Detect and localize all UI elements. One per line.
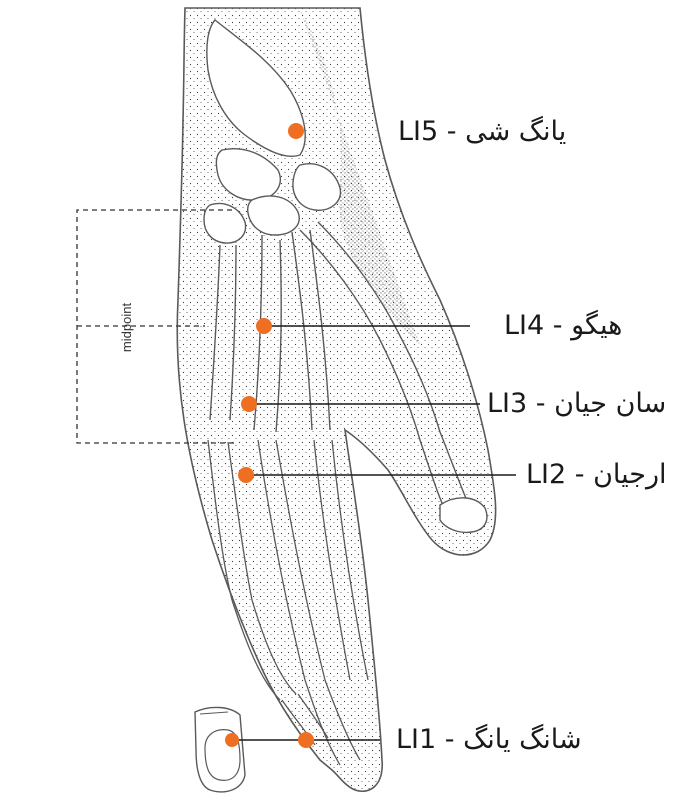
label-li3: LI3 - سان جیان bbox=[487, 388, 667, 419]
label-li5: LI5 - یانگ شی bbox=[398, 116, 567, 147]
label-li2: LI2 - ارجیان bbox=[526, 459, 667, 490]
label-li1: LI1 - شانگ یانگ bbox=[396, 724, 582, 755]
midpoint-bracket bbox=[76, 209, 236, 444]
point-li3 bbox=[241, 396, 257, 412]
point-li4 bbox=[256, 318, 272, 334]
acupoints bbox=[225, 123, 314, 748]
point-li1-inset bbox=[225, 733, 239, 747]
midpoint-label: midpoint bbox=[119, 302, 135, 353]
point-li5 bbox=[288, 123, 304, 139]
point-li2 bbox=[238, 467, 254, 483]
label-li4: LI4 - هیگو bbox=[504, 310, 623, 341]
fingernail-inset bbox=[194, 706, 246, 793]
point-li1 bbox=[298, 732, 314, 748]
thumb-nail bbox=[439, 497, 488, 534]
carpal-bones bbox=[203, 19, 342, 244]
phalanx-bones bbox=[207, 439, 369, 766]
